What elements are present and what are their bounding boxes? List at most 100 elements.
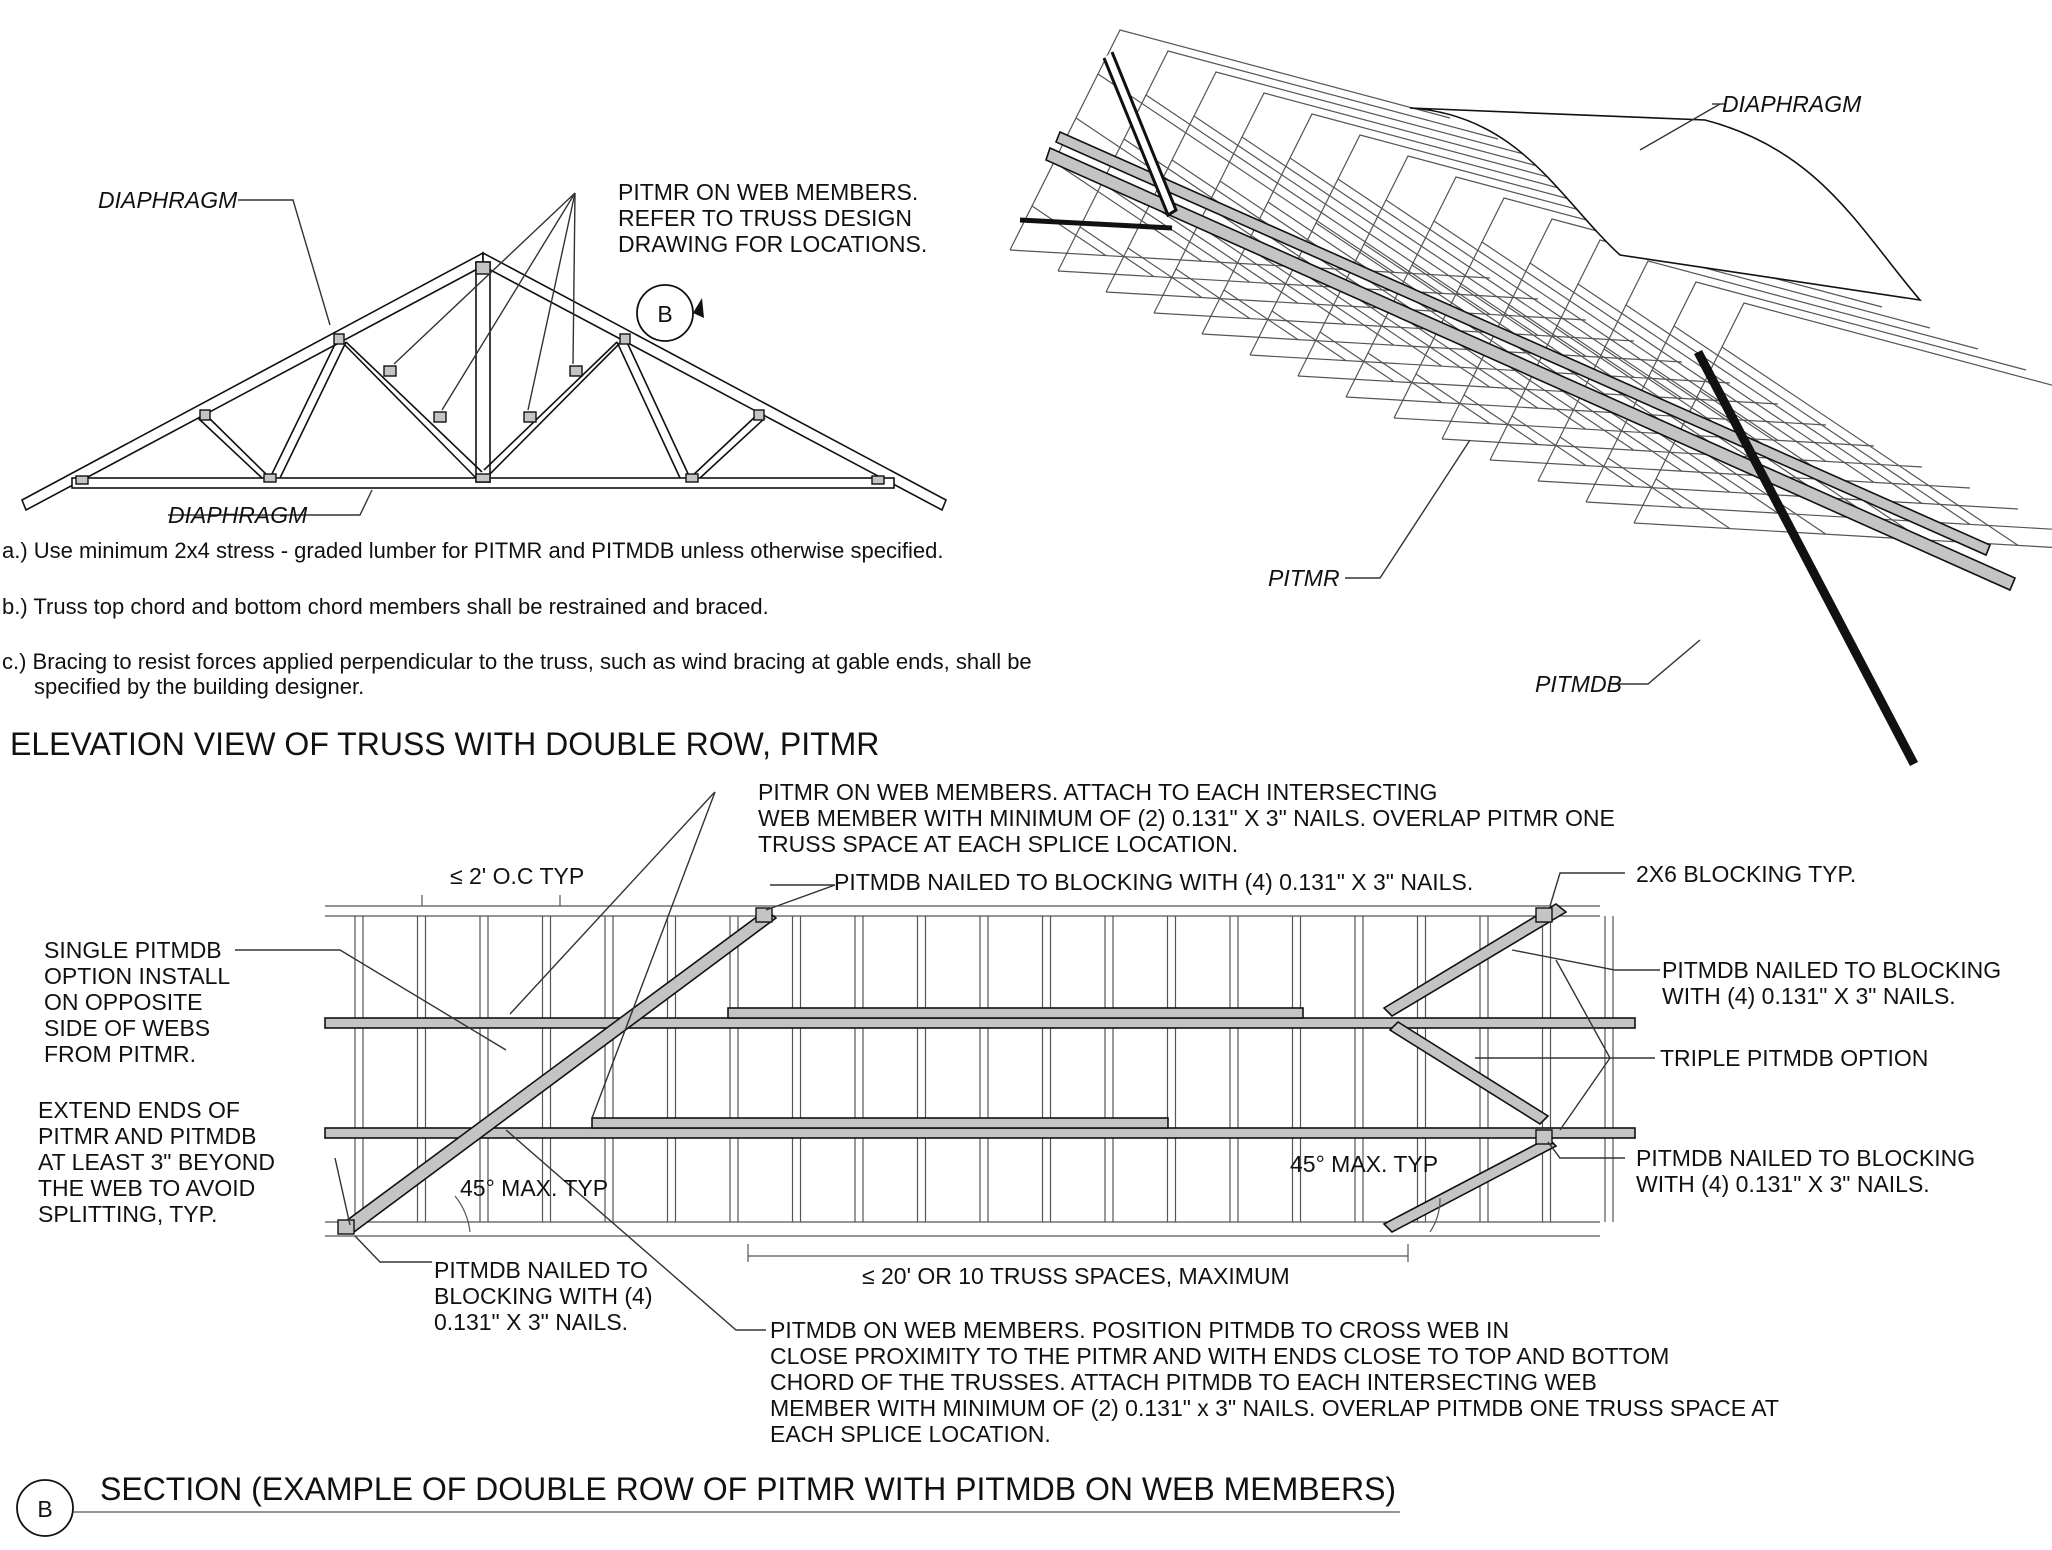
truss-plate — [871, 475, 885, 485]
truss-plate — [475, 473, 491, 483]
extend-ends-line1: EXTEND ENDS OF — [38, 1097, 240, 1123]
iso-truss-web — [1389, 308, 1539, 409]
iso-truss-web — [1127, 247, 1203, 299]
label-iso-pitmdb: PITMDB — [1535, 671, 1622, 697]
pitmr-row-lower — [324, 1127, 1636, 1139]
section-marker-arrow-icon — [693, 298, 704, 318]
pitmdb-web-note-line1: PITMDB ON WEB MEMBERS. POSITION PITMDB T… — [770, 1317, 1509, 1343]
iso-truss-web — [1223, 289, 1299, 341]
pitmdb-web-note-line3: CHORD OF THE TRUSSES. ATTACH PITMDB TO E… — [770, 1369, 1597, 1395]
iso-truss — [1633, 302, 2052, 524]
truss-king-post — [475, 261, 491, 483]
section-marker-label: B — [657, 301, 672, 327]
iso-truss-bottom-chord — [1297, 375, 1779, 405]
truss-plate — [75, 475, 89, 485]
pitmdb-web-note-line2: CLOSE PROXIMITY TO THE PITMR AND WITH EN… — [770, 1343, 1669, 1369]
right-nailed-1-line1: PITMDB NAILED TO BLOCKING — [1662, 957, 2001, 983]
iso-truss-web — [1607, 457, 1683, 509]
iso-truss-web — [1367, 352, 1443, 404]
truss-web — [204, 413, 271, 479]
note-a: a.) Use minimum 2x4 stress - graded lumb… — [2, 538, 943, 563]
truss-web — [269, 337, 339, 479]
iso-truss-web — [1385, 199, 1683, 399]
triple-option-label: TRIPLE PITMDB OPTION — [1660, 1045, 1928, 1071]
truss-plate — [619, 333, 631, 345]
section-marker-bottom-circle — [16, 1479, 74, 1537]
iso-truss-web — [1145, 94, 1443, 294]
elevation-title: ELEVATION VIEW OF TRUSS WITH DOUBLE ROW,… — [10, 726, 879, 762]
pitmdb-web-note-line5: EACH SPLICE LOCATION. — [770, 1421, 1051, 1447]
iso-truss-web — [1079, 226, 1155, 278]
iso-truss-web — [1673, 325, 1971, 525]
truss-plate — [199, 409, 211, 421]
pitmr-block — [433, 411, 447, 423]
note-c-line2: specified by the building designer. — [34, 674, 364, 699]
truss-web — [483, 341, 618, 471]
extend-ends-line3: AT LEAST 3" BEYOND — [38, 1149, 275, 1175]
pitmr-web-note-line3: TRUSS SPACE AT EACH SPLICE LOCATION. — [758, 831, 1238, 857]
section-marker-bottom-label: B — [37, 1496, 52, 1522]
iso-truss-web — [1341, 287, 1491, 388]
iso-truss-web — [1245, 245, 1395, 346]
label-diaphragm-top: DIAPHRAGM — [98, 187, 238, 213]
blocking — [1535, 1129, 1553, 1145]
blocking — [337, 1219, 355, 1235]
single-option-line2: OPTION INSTALL — [44, 963, 230, 989]
single-option-line1: SINGLE PITMDB — [44, 937, 222, 963]
pitmr-row — [1045, 146, 2017, 592]
iso-truss-bottom-chord — [1345, 396, 1827, 426]
angle-arc-right — [1429, 1197, 1441, 1233]
single-option-line5: FROM PITMR. — [44, 1041, 196, 1067]
pitmr-note-line1: PITMR ON WEB MEMBERS. — [618, 179, 918, 205]
iso-truss-bottom-chord — [1105, 291, 1587, 321]
pitmr-block — [569, 365, 583, 377]
iso-truss-web — [1197, 224, 1347, 325]
iso-truss — [1009, 29, 1451, 251]
pitmr-splice — [591, 1117, 1169, 1129]
iso-truss-bottom-chord — [1057, 270, 1539, 300]
leader-line — [505, 1129, 766, 1331]
right-nailed-1-line2: WITH (4) 0.131" X 3" NAILS. — [1662, 983, 1956, 1009]
truss-plate — [263, 473, 277, 483]
truss-top-chord-left — [20, 251, 484, 512]
pitmdb-top-note: PITMDB NAILED TO BLOCKING WITH (4) 0.131… — [834, 869, 1473, 895]
leader-line — [527, 192, 576, 411]
truss-web — [337, 337, 477, 479]
leader-line — [572, 192, 576, 365]
right-nailed-2-line2: WITH (4) 0.131" X 3" NAILS. — [1636, 1171, 1930, 1197]
pitmr-row-upper — [324, 1017, 1636, 1029]
pitmr-block — [523, 411, 537, 423]
iso-truss-bottom-chord — [1633, 522, 2052, 548]
truss-elevation: B DIAPHRAGM DIAPHRAGM PITMR ON WEB MEMBE… — [20, 179, 948, 528]
leader-line — [235, 949, 507, 1051]
leader-line — [1612, 639, 1701, 685]
truss-web — [345, 341, 483, 473]
truss-web — [699, 417, 766, 479]
iso-truss-web — [1433, 220, 1731, 420]
pitmdb-diagonal-right-upper — [1382, 903, 1568, 1018]
right-nailed-2-line1: PITMDB NAILED TO BLOCKING — [1636, 1145, 1975, 1171]
leader-line — [1511, 949, 1660, 971]
iso-truss-bottom-chord — [1249, 354, 1731, 384]
leader-line — [1549, 872, 1625, 907]
iso-truss-bottom-chord — [1489, 459, 1971, 489]
truss-top-chord-right — [482, 251, 948, 512]
label-iso-pitmr: PITMR — [1268, 565, 1340, 591]
iso-truss-web — [1175, 268, 1251, 320]
iso-truss — [1201, 113, 1643, 335]
truss-isometric: DIAPHRAGM PITMR PITMDB — [1009, 29, 2052, 766]
blocking-label: 2X6 BLOCKING TYP. — [1636, 861, 1856, 887]
spacing-label: ≤ 2' O.C TYP — [450, 863, 584, 889]
leader-line — [354, 1235, 432, 1263]
iso-truss-web — [1625, 304, 1923, 504]
truss-section: PITMR ON WEB MEMBERS. ATTACH TO EACH INT… — [38, 779, 2001, 1447]
iso-truss-web — [1511, 415, 1587, 467]
iso-truss-web — [1577, 283, 1875, 483]
pitmdb-web-note-line4: MEMBER WITH MINIMUM OF (2) 0.131" x 3" N… — [770, 1395, 1779, 1421]
diaphragm-sheet — [1409, 107, 1923, 302]
iso-truss — [1489, 239, 1931, 461]
blocking — [755, 907, 773, 923]
iso-truss-web — [1337, 178, 1635, 378]
leader-line — [393, 192, 576, 365]
